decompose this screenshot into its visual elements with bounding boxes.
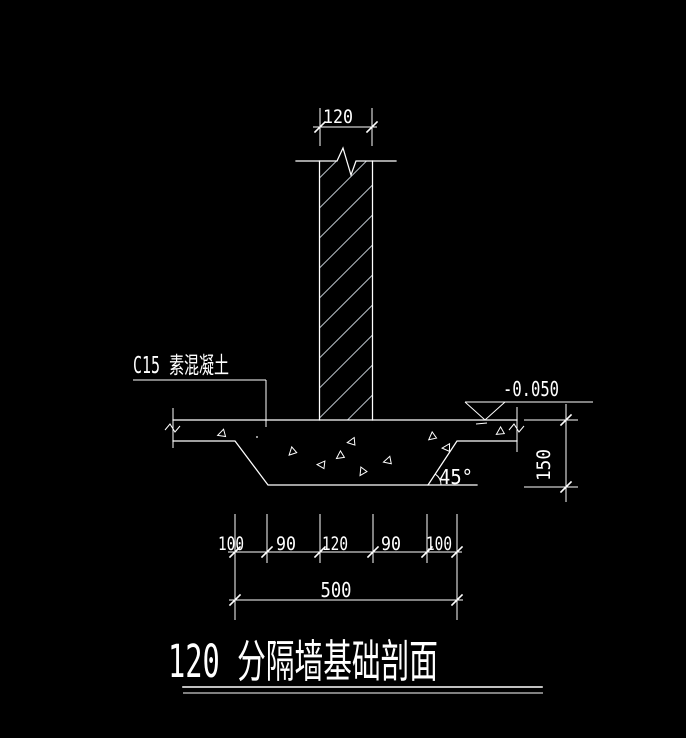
dim-tick	[313, 545, 327, 559]
right-break-squiggle	[508, 423, 525, 433]
depth-dim-text: 150	[533, 449, 555, 481]
dim-tick	[559, 413, 573, 427]
concrete-note: C15 素混凝土	[133, 353, 267, 427]
footing-outline	[172, 440, 518, 486]
slope-angle-annotation: 45°	[434, 465, 473, 489]
partition-wall	[295, 146, 397, 421]
concrete-note-text: C15 素混凝土	[133, 353, 229, 379]
angle-arc	[434, 473, 442, 486]
left-break-squiggle	[164, 423, 181, 433]
segment-dim-text: 90	[276, 533, 296, 555]
wall-hatch	[319, 161, 373, 420]
elevation-triangle-icon	[464, 401, 506, 421]
elevation-text: -0.050	[503, 377, 559, 401]
dim-tick	[559, 480, 573, 494]
segment-dim-text: 120	[322, 533, 348, 555]
dim-tick	[365, 120, 379, 134]
dim-tick	[260, 545, 274, 559]
wall-width-dim-text: 120	[323, 106, 353, 128]
wall-width-dimension: 120	[313, 106, 379, 146]
footing-profile	[164, 407, 525, 486]
dim-tick	[366, 545, 380, 559]
segment-dim-text: 100	[426, 533, 452, 555]
footing-depth-dimension: 150	[524, 404, 578, 502]
dim-tick	[228, 545, 242, 559]
angle-text: 45°	[439, 465, 473, 489]
segment-dim-text: 90	[381, 533, 401, 555]
overall-dim-text: 500	[321, 578, 352, 602]
segment-dimensions: 100 90 120 90 100	[218, 514, 464, 620]
elevation-marker: -0.050	[464, 377, 593, 425]
segment-dim-text: 100	[218, 533, 244, 555]
overall-dimension: 500	[228, 578, 464, 607]
dim-tick	[420, 545, 434, 559]
title-block: 120 分隔墙基础剖面	[168, 635, 543, 694]
wall-top-break-line	[295, 146, 397, 178]
dim-tick	[450, 545, 464, 559]
aggregate-marks	[216, 425, 506, 477]
dim-tick	[450, 593, 464, 607]
dim-tick	[228, 593, 242, 607]
dim-tick	[313, 120, 327, 134]
drawing-title: 120 分隔墙基础剖面	[168, 635, 438, 688]
